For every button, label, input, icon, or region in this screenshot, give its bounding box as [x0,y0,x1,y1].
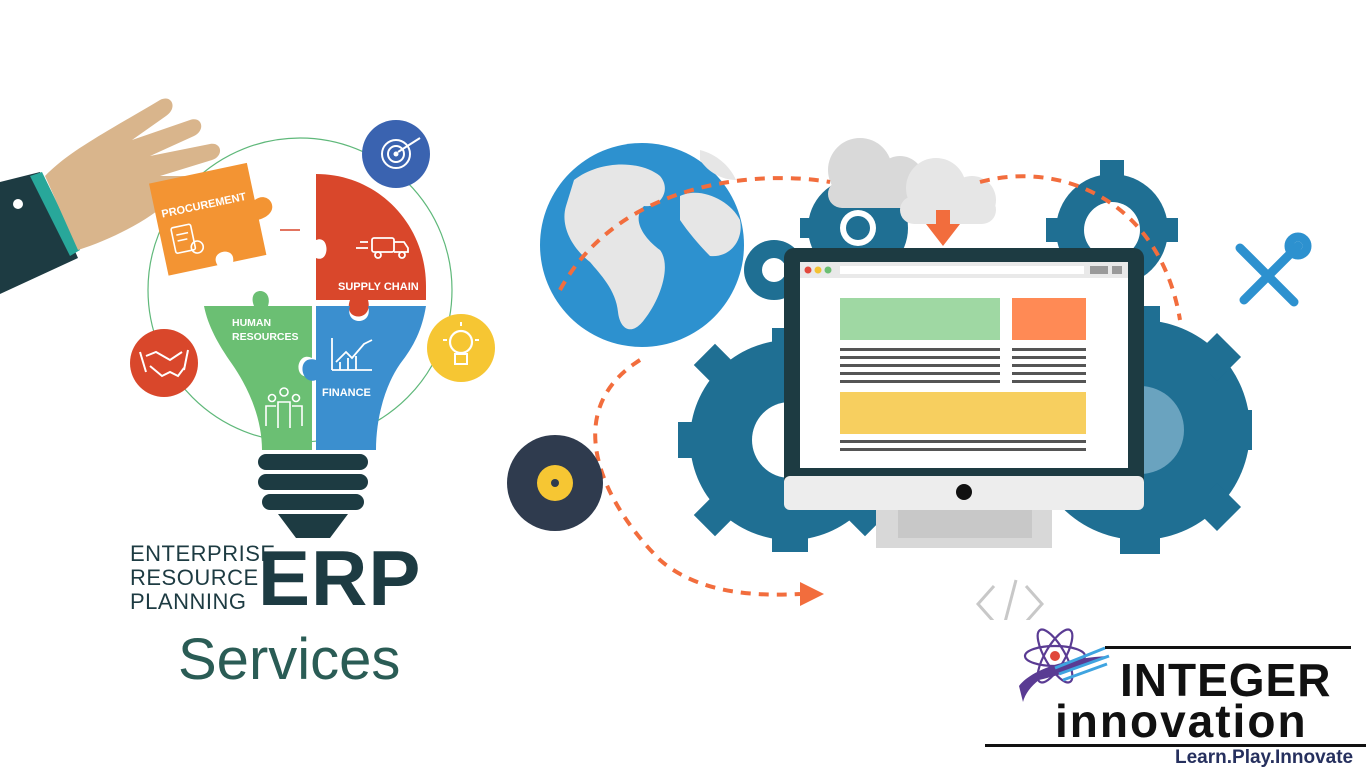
handshake-icon [130,329,198,397]
target-icon [362,120,430,188]
code-icon [975,579,1045,620]
tools-icon [1235,232,1312,307]
people-icon [265,387,303,428]
integer-innovation-logo: INTEGER innovation Learn.Play.Innovate [985,620,1366,768]
finance-label: FINANCE [322,387,371,399]
bulb-base [258,454,368,538]
logo-rule-top [1105,646,1351,649]
monitor-icon [784,248,1144,548]
logo-name-top: INTEGER [1120,654,1332,706]
hand-icon [0,98,230,294]
human-resources-label-1: HUMAN [232,317,271,329]
cloud-icon [828,138,924,208]
logo-name-bottom: innovation [1055,695,1308,747]
cloud-download-icon [900,158,996,246]
procurement-puzzle-piece: PROCUREMENT [149,162,273,276]
dashed-flow-path [558,174,1182,597]
erp-lightbulb-illustration: PROCUREMENT SUPPLY CHAIN HUMAN RESOURCES [0,90,520,550]
human-resources-label-2: RESOURCES [232,331,299,343]
technology-illustration [500,120,1366,620]
globe-icon [540,143,744,347]
atom-hand-logo-icon [1019,628,1110,702]
title-line-enterprise: ENTERPRISE [130,541,276,566]
chart-icon [331,338,373,371]
title-line-resource: RESOURCE [130,565,259,590]
arrow-head-icon [800,582,824,606]
erp-acronym: ERP [258,534,422,622]
delivery-truck-icon [356,237,409,259]
services-heading: Services [178,627,401,692]
disk-icon [507,435,603,531]
document-check-icon [170,223,205,254]
supply-chain-label: SUPPLY CHAIN [338,281,419,293]
title-line-planning: PLANNING [130,589,247,614]
lightbulb-icon [427,314,495,382]
logo-tagline: Learn.Play.Innovate [1175,747,1354,768]
logo-rule-bottom [985,744,1366,747]
human-resources-puzzle-piece: HUMAN RESOURCES [204,291,312,450]
erp-title: ENTERPRISE RESOURCE PLANNING ERP [130,538,430,622]
finance-puzzle-piece: FINANCE [302,306,426,450]
supply-chain-puzzle-piece: SUPPLY CHAIN [316,174,426,317]
